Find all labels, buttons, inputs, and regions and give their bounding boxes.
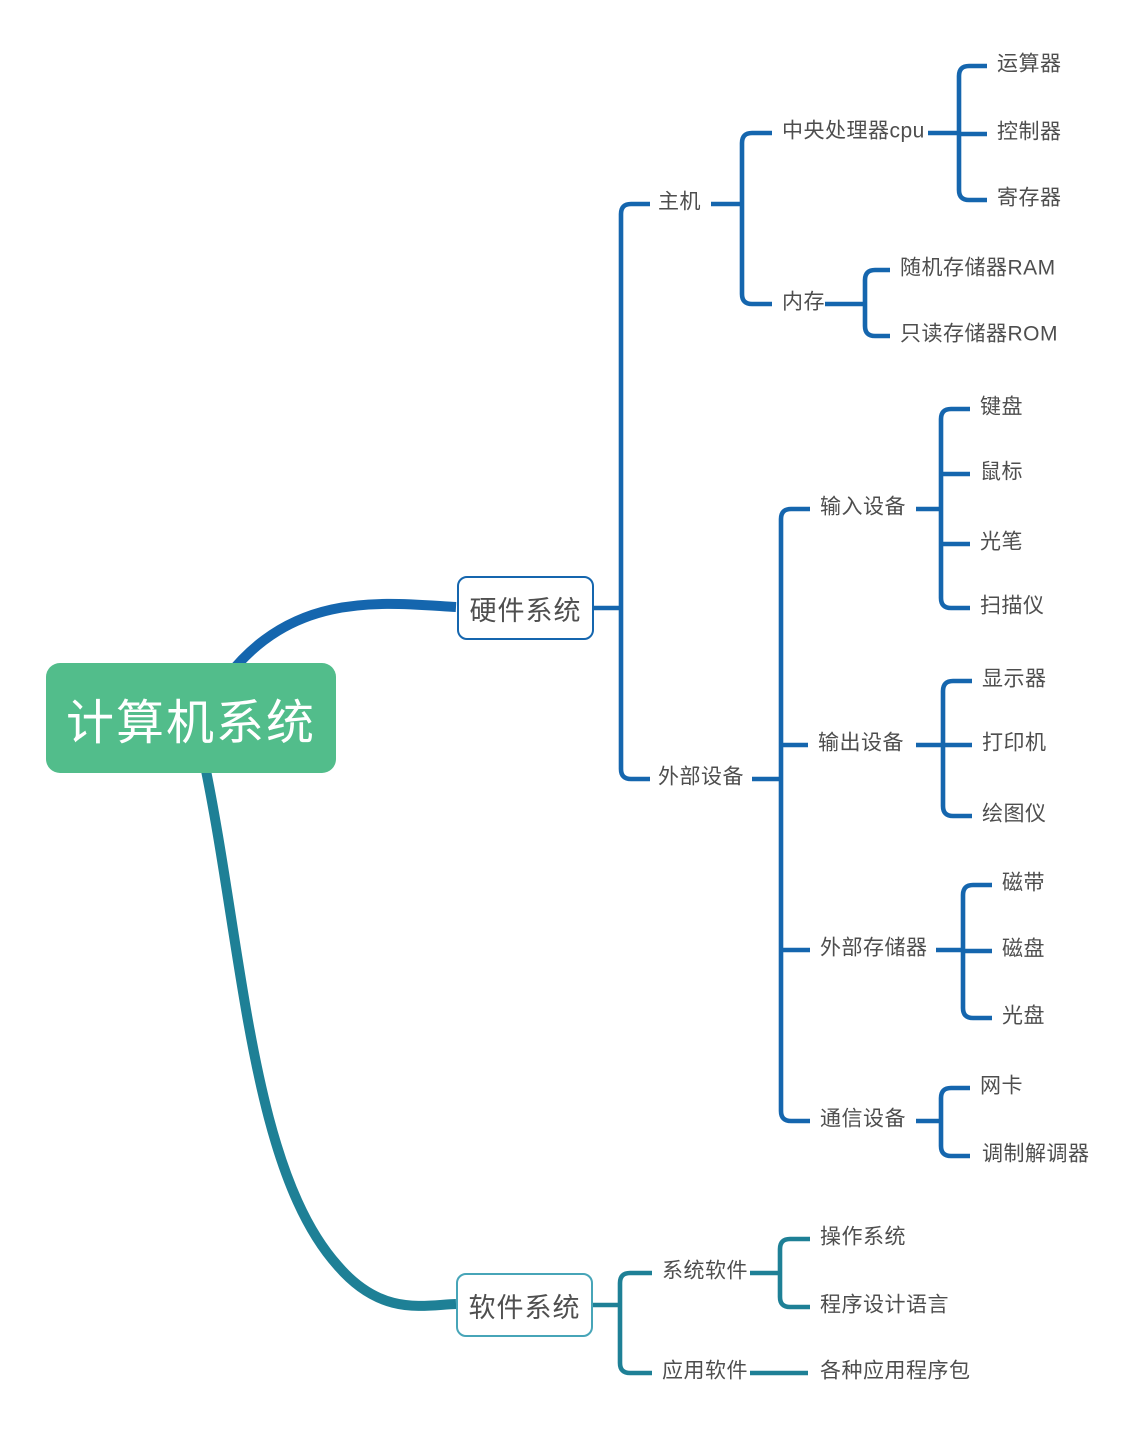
- connector-root-to-software: [198, 754, 457, 1311]
- node-app-packages[interactable]: 各种应用程序包: [820, 1359, 971, 1383]
- node-computer-system[interactable]: 计算机系统: [46, 663, 336, 773]
- node-app-software[interactable]: 应用软件: [662, 1359, 748, 1383]
- node-prog-lang[interactable]: 程序设计语言: [820, 1293, 949, 1317]
- node-software-system[interactable]: 软件系统: [456, 1273, 593, 1337]
- hardware-trunk: [618, 201, 650, 782]
- memory-children-spine: [862, 267, 890, 339]
- node-ram[interactable]: 随机存储器RAM: [900, 256, 1056, 280]
- node-peripherals[interactable]: 外部设备: [658, 765, 744, 789]
- node-system-software[interactable]: 系统软件: [662, 1259, 748, 1283]
- node-mouse[interactable]: 鼠标: [980, 460, 1023, 484]
- node-monitor[interactable]: 显示器: [982, 667, 1047, 691]
- node-disk[interactable]: 磁盘: [1002, 937, 1045, 961]
- node-memory[interactable]: 内存: [782, 290, 825, 314]
- node-output-devices[interactable]: 输出设备: [818, 731, 904, 755]
- comm-children-spine: [938, 1085, 970, 1159]
- connector-root-to-hardware: [224, 598, 457, 680]
- software-trunk: [617, 1270, 652, 1376]
- node-register[interactable]: 寄存器: [997, 186, 1062, 210]
- node-hardware-system[interactable]: 硬件系统: [457, 576, 594, 640]
- node-modem[interactable]: 调制解调器: [982, 1142, 1090, 1166]
- node-tape[interactable]: 磁带: [1002, 871, 1045, 895]
- node-os[interactable]: 操作系统: [820, 1225, 906, 1249]
- syssw-children-spine: [777, 1236, 810, 1310]
- node-scanner[interactable]: 扫描仪: [980, 594, 1045, 618]
- node-keyboard[interactable]: 键盘: [980, 395, 1023, 419]
- node-comm-devices[interactable]: 通信设备: [820, 1107, 906, 1131]
- node-nic[interactable]: 网卡: [980, 1074, 1023, 1098]
- node-alu[interactable]: 运算器: [997, 52, 1062, 76]
- node-rom[interactable]: 只读存储器ROM: [900, 322, 1058, 346]
- output-children-spine: [940, 678, 972, 819]
- node-external-storage[interactable]: 外部存储器: [820, 936, 928, 960]
- node-cd[interactable]: 光盘: [1002, 1004, 1045, 1028]
- peripherals-children-spine: [778, 506, 810, 1124]
- node-controller[interactable]: 控制器: [997, 120, 1062, 144]
- node-host[interactable]: 主机: [658, 190, 701, 214]
- node-lightpen[interactable]: 光笔: [980, 530, 1023, 554]
- host-children-spine: [739, 130, 772, 307]
- node-input-devices[interactable]: 输入设备: [820, 495, 906, 519]
- node-printer[interactable]: 打印机: [982, 731, 1047, 755]
- node-cpu[interactable]: 中央处理器cpu: [782, 119, 925, 143]
- node-plotter[interactable]: 绘图仪: [982, 802, 1047, 826]
- input-children-spine: [938, 406, 970, 611]
